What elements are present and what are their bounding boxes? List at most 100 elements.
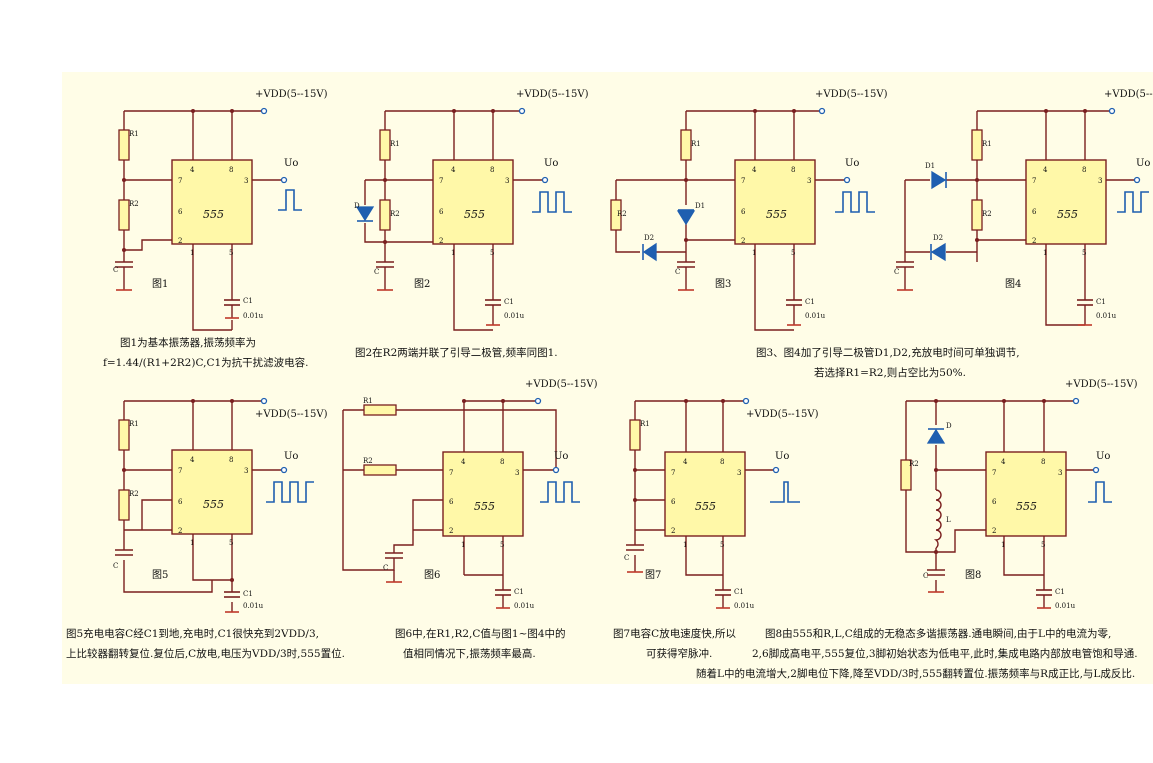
caption-fig7: 图7电容C放电速度快,所以: [613, 627, 737, 640]
svg-text:7: 7: [178, 467, 182, 475]
svg-text:R2: R2: [363, 457, 373, 465]
svg-text:C: C: [374, 268, 379, 276]
svg-text:C1: C1: [805, 298, 815, 306]
svg-text:8: 8: [229, 166, 233, 174]
svg-text:C: C: [113, 266, 118, 274]
svg-text:L: L: [946, 516, 951, 524]
vdd-label: +VDD(5--15V): [1065, 379, 1138, 390]
svg-text:6: 6: [178, 208, 183, 216]
svg-text:R1: R1: [129, 420, 139, 428]
svg-text:C1: C1: [1096, 298, 1106, 306]
svg-text:0.01u: 0.01u: [734, 602, 755, 610]
svg-text:C1: C1: [243, 297, 253, 305]
svg-text:0.01u: 0.01u: [514, 602, 535, 610]
svg-text:6: 6: [741, 208, 746, 216]
ic-555-label: 555: [203, 208, 224, 221]
figure-label: 图4: [1005, 278, 1021, 290]
caption-fig5: 上比较器翻转复位.复位后,C放电,电压为VDD/3时,555置位.: [66, 647, 345, 660]
svg-text:6: 6: [439, 208, 444, 216]
svg-text:D: D: [946, 422, 952, 430]
figure-label: 图8: [965, 569, 981, 581]
vdd-label: +VDD(5--15V): [516, 89, 589, 100]
vdd-label: +VDD(5--15V): [255, 89, 328, 100]
figure-labels: 图1 图2 图3 图4 图5 图6 图7 图8: [152, 278, 1021, 581]
caption-fig2: 图2在R2两端并联了引导二极管,频率同图1.: [355, 346, 558, 359]
svg-text:2: 2: [439, 237, 443, 245]
uo-label: Uo: [554, 451, 568, 462]
svg-text:2: 2: [992, 527, 996, 535]
vdd-label: +VDD(5--15V): [746, 409, 819, 420]
caption-fig34: 若选择R1=R2,则占空比为50%.: [814, 366, 966, 379]
svg-text:8: 8: [1041, 458, 1045, 466]
svg-text:3: 3: [515, 469, 519, 477]
svg-text:D2: D2: [644, 234, 654, 242]
output-labels: Uo Uo Uo Uo Uo Uo Uo Uo: [284, 158, 1150, 462]
uo-label: Uo: [1096, 451, 1110, 462]
caption-fig1: 图1为基本振荡器,振荡频率为: [120, 336, 256, 349]
resistor-r1: [118, 129, 130, 161]
svg-text:C: C: [624, 554, 629, 562]
svg-text:C1: C1: [1055, 588, 1065, 596]
svg-text:7: 7: [178, 177, 182, 185]
svg-text:1: 1: [451, 249, 455, 257]
svg-text:8: 8: [490, 166, 494, 174]
svg-text:R1: R1: [640, 420, 650, 428]
svg-text:C: C: [923, 572, 928, 580]
svg-text:1: 1: [683, 541, 687, 549]
captions: 图1为基本振荡器,振荡频率为 f=1.44/(R1+2R2)C,C1为抗干扰滤波…: [66, 336, 1138, 680]
svg-text:R1: R1: [363, 397, 373, 405]
svg-text:D1: D1: [925, 162, 935, 170]
ic-555-label: 555: [464, 208, 485, 221]
figure-label: 图2: [414, 278, 430, 290]
svg-text:C: C: [383, 564, 388, 572]
svg-text:R2: R2: [129, 490, 139, 498]
ic-555-label: 555: [766, 208, 787, 221]
svg-text:6: 6: [671, 498, 676, 506]
uo-label: Uo: [845, 158, 859, 169]
svg-text:R1: R1: [982, 140, 992, 148]
svg-text:0.01u: 0.01u: [805, 312, 826, 320]
ic-555-label: 555: [203, 498, 224, 511]
svg-text:C1: C1: [514, 588, 524, 596]
svg-text:2: 2: [178, 527, 182, 535]
svg-text:3: 3: [1098, 177, 1102, 185]
svg-text:3: 3: [244, 177, 248, 185]
svg-text:R1: R1: [691, 140, 701, 148]
ic-555-label: 555: [1057, 208, 1078, 221]
svg-text:4: 4: [451, 166, 456, 174]
uo-label: Uo: [775, 451, 789, 462]
figure-label: 图5: [152, 569, 168, 581]
svg-text:3: 3: [244, 467, 248, 475]
svg-text:D1: D1: [695, 202, 705, 210]
caption-fig8: 图8由555和R,L,C组成的无稳态多谐振荡器.通电瞬间,由于L中的电流为零,: [765, 627, 1111, 640]
ic-555-label: 555: [1016, 500, 1037, 513]
ic-555-label: 555: [695, 500, 716, 513]
svg-text:5: 5: [229, 249, 233, 257]
svg-text:5: 5: [490, 249, 494, 257]
svg-text:4: 4: [461, 458, 466, 466]
svg-text:D: D: [354, 202, 360, 210]
svg-text:1: 1: [190, 249, 194, 257]
svg-text:7: 7: [671, 469, 675, 477]
svg-text:C1: C1: [243, 590, 253, 598]
figure-label: 图7: [645, 569, 661, 581]
svg-text:R2: R2: [909, 460, 919, 468]
svg-text:4: 4: [190, 166, 195, 174]
svg-text:7: 7: [449, 469, 453, 477]
caption-fig8: 随着L中的电流增大,2脚电位下降,降至VDD/3时,555翻转置位.振荡频率与R…: [696, 667, 1135, 680]
svg-text:6: 6: [992, 498, 997, 506]
svg-text:3: 3: [807, 177, 811, 185]
svg-text:5: 5: [720, 541, 724, 549]
svg-text:6: 6: [178, 498, 183, 506]
vdd-label: +VDD(5--15V): [815, 89, 888, 100]
svg-text:5: 5: [1082, 249, 1086, 257]
svg-text:1: 1: [752, 249, 756, 257]
svg-text:1: 1: [461, 541, 465, 549]
svg-text:2: 2: [671, 527, 675, 535]
